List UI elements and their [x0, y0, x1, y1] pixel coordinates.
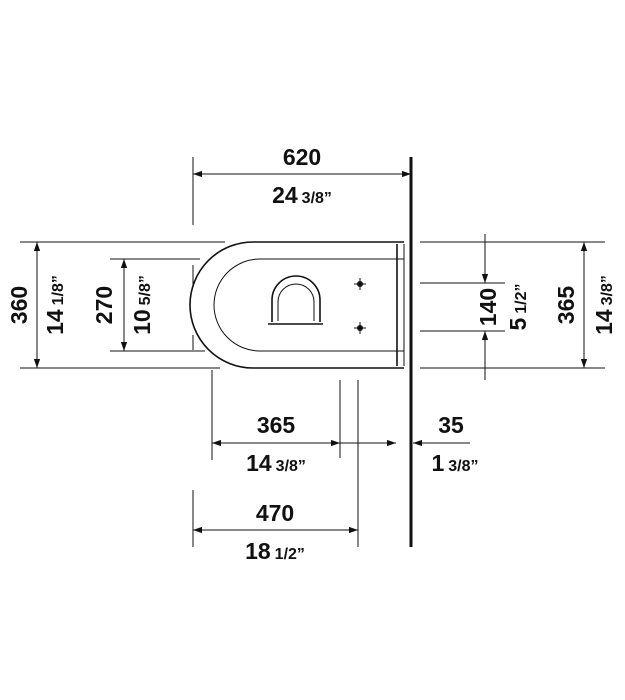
- right-inner-inches: 51/2”: [505, 283, 531, 330]
- left-inner-mm: 270: [91, 286, 117, 324]
- wall-gap-mm: 35: [438, 412, 464, 438]
- mid-length-mm: 365: [257, 412, 296, 438]
- right-outer-inches: 143/8”: [591, 275, 617, 335]
- toilet-outline: [189, 241, 405, 369]
- left-inner-inches: 105/8”: [129, 275, 155, 335]
- bolt-hole-top: [354, 278, 366, 290]
- extension-lines: [20, 157, 605, 547]
- bolt-hole-bottom: [354, 322, 366, 334]
- bottom-length-mm: 470: [256, 500, 294, 526]
- left-outer-inches: 141/8”: [42, 275, 68, 335]
- top-width-mm: 620: [283, 144, 321, 170]
- right-outer-mm: 365: [553, 286, 579, 325]
- right-inner-mm: 140: [475, 288, 501, 326]
- left-outer-mm: 360: [6, 286, 32, 324]
